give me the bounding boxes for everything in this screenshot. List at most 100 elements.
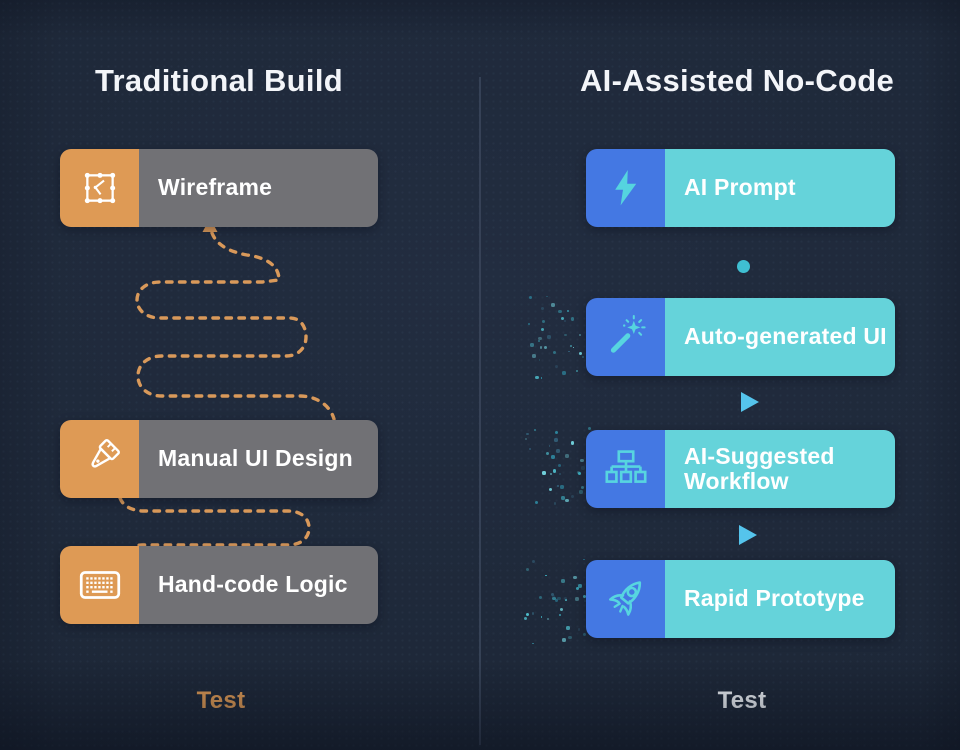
particle — [540, 616, 543, 618]
particle — [567, 310, 570, 313]
step-label: Manual UI Design — [139, 420, 378, 498]
particle — [554, 599, 558, 603]
particle — [545, 574, 548, 577]
particle — [534, 501, 538, 505]
particle — [558, 309, 563, 314]
particle — [573, 575, 577, 580]
particle — [583, 558, 585, 561]
particle — [587, 426, 591, 430]
particle — [543, 345, 547, 349]
particle — [537, 340, 540, 343]
particle — [526, 432, 529, 436]
particle — [567, 350, 570, 353]
particle — [546, 295, 549, 298]
magic-wand-icon-box — [586, 298, 665, 376]
particle — [550, 592, 555, 597]
right-column-title: AI-Assisted No-Code — [579, 63, 895, 98]
particle — [533, 429, 537, 432]
particle — [558, 473, 562, 476]
particle — [527, 322, 530, 325]
flow-dot-connector — [737, 260, 750, 273]
step-card-rapid-prototype: Rapid Prototype — [586, 560, 895, 638]
particle — [561, 496, 565, 500]
column-divider — [479, 77, 481, 745]
particle — [562, 638, 566, 642]
particle — [563, 596, 567, 600]
particle — [570, 494, 574, 498]
particle — [558, 464, 562, 468]
gradient-arrow-1-head-icon — [741, 392, 759, 412]
particle — [570, 317, 575, 321]
particle — [541, 319, 545, 324]
dashed-squiggle-path — [135, 231, 336, 421]
step-card-wireframe: Wireframe — [60, 149, 378, 227]
workflow-icon-box — [586, 430, 665, 508]
left-footer-label: Test — [196, 687, 246, 714]
particle — [577, 584, 582, 589]
particle — [530, 342, 535, 347]
particle — [569, 344, 573, 348]
particle — [572, 346, 575, 349]
particle — [551, 454, 556, 459]
step-label: Wireframe — [139, 149, 378, 227]
particle — [531, 612, 535, 615]
particle — [549, 473, 552, 476]
rocket-icon-box — [586, 560, 665, 638]
paintbrush-icon — [90, 439, 120, 468]
particle — [577, 628, 581, 631]
particle — [560, 317, 564, 321]
particle — [559, 613, 562, 616]
particle — [552, 595, 556, 599]
particle — [525, 568, 529, 572]
left-column-title: Traditional Build — [95, 63, 343, 98]
particle — [578, 472, 581, 475]
particle — [528, 448, 531, 450]
particle — [547, 334, 552, 339]
lightning-bolt-icon — [614, 170, 636, 206]
rocket-icon — [608, 581, 641, 616]
particle — [576, 471, 580, 475]
particle — [580, 485, 584, 490]
particle — [554, 365, 558, 369]
particle — [538, 336, 542, 341]
lightning-icon-box — [586, 149, 665, 227]
step-card-manual-ui-design: Manual UI Design — [60, 420, 378, 498]
paintbrush-icon-box — [60, 420, 139, 498]
particle — [538, 359, 541, 362]
step-label: Auto-generated UI — [665, 298, 895, 376]
particle — [548, 445, 551, 447]
particle — [532, 560, 536, 564]
particle — [551, 303, 556, 308]
step-card-auto-generated-ui: Auto-generated UI — [586, 298, 895, 376]
gradient-arrow-2-head-icon — [739, 525, 757, 545]
particle — [557, 596, 561, 601]
particle — [553, 437, 558, 442]
wireframe-artboard-icon — [84, 172, 115, 204]
particle — [529, 296, 533, 300]
particle — [563, 319, 567, 323]
particle — [542, 470, 547, 475]
particle — [535, 375, 539, 380]
step-card-hand-code-logic: Hand-code Logic — [60, 546, 378, 624]
particle — [546, 452, 549, 455]
particle — [555, 431, 559, 435]
step-label: AI Prompt — [665, 149, 895, 227]
step-label: Rapid Prototype — [665, 560, 895, 638]
particle — [557, 484, 560, 487]
right-footer-label: Test — [717, 687, 767, 714]
particle — [525, 438, 528, 440]
particle — [581, 466, 586, 471]
keyboard-icon — [79, 571, 120, 599]
particle — [583, 599, 586, 603]
particle — [525, 612, 529, 616]
particle — [568, 635, 573, 640]
particle — [564, 334, 567, 337]
particle — [560, 485, 564, 490]
particle — [540, 377, 543, 380]
particle — [531, 642, 534, 645]
particle — [575, 369, 579, 373]
step-card-ai-suggested-workflow: AI-Suggested Workflow — [586, 430, 895, 508]
particle — [540, 306, 545, 310]
particle — [579, 351, 583, 355]
